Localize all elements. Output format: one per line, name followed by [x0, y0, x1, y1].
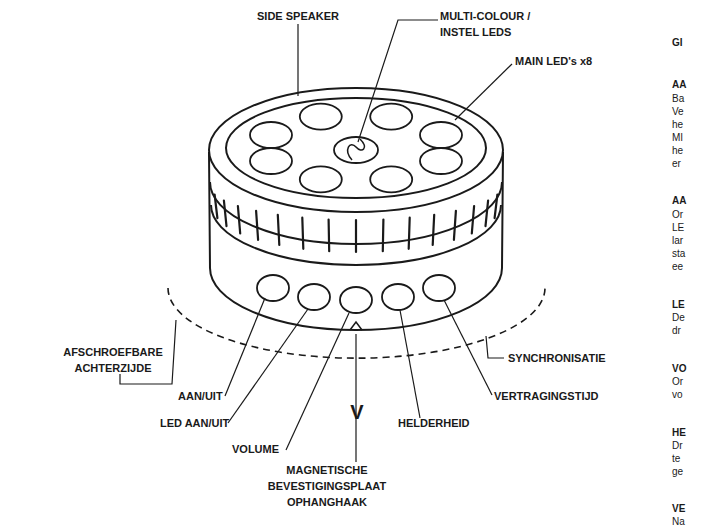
speaker-fin — [495, 195, 498, 219]
part-label: MAGNETISCHE BEVESTIGINGSPLAAT OPHANGHAAK — [262, 462, 392, 510]
part-label: MAIN LED's x8 — [515, 53, 615, 69]
speaker-fin — [278, 215, 280, 245]
speaker-fin — [472, 206, 474, 234]
main-led — [420, 122, 462, 148]
manual-text-fragment: Ve — [672, 105, 684, 118]
speaker-fin — [328, 220, 331, 252]
manual-text-fragment: lar — [672, 234, 683, 247]
part-label: VERTRAGINGSTIJD — [494, 388, 614, 404]
main-led — [300, 104, 342, 130]
manual-text-fragment: Na — [672, 515, 685, 526]
manual-text-fragment: GI — [672, 36, 683, 49]
manual-text-fragment: Or — [672, 208, 683, 221]
part-label: AFSCHROEFBARE ACHTERZIJDE — [52, 344, 174, 376]
speaker-fin — [382, 220, 385, 252]
main-led — [370, 104, 412, 130]
speaker-fin — [409, 218, 410, 249]
manual-text-fragment: De — [672, 311, 685, 324]
manual-text-fragment: ee — [672, 260, 683, 273]
speaker-fin — [355, 220, 357, 252]
main-led — [300, 166, 342, 192]
main-led — [420, 148, 462, 174]
part-label: SYNCHRONISATIE — [508, 350, 618, 366]
part-label: SIDE SPEAKER — [243, 8, 353, 24]
main-led — [250, 122, 292, 148]
manual-text-fragment: VO — [672, 362, 686, 375]
manual-text-fragment: MI — [672, 131, 683, 144]
speaker-fin — [238, 206, 240, 234]
manual-text-fragment: VE — [672, 502, 685, 515]
speaker-fin — [454, 211, 456, 240]
manual-text-fragment: he — [672, 118, 683, 131]
speaker-fin — [256, 211, 258, 240]
manual-text-fragment: LE — [672, 298, 685, 311]
manual-text-fragment: te — [672, 452, 680, 465]
speaker-fin — [302, 218, 303, 249]
part-label: MULTI-COLOUR / INSTEL LEDS — [440, 8, 542, 40]
manual-text-fragment: HE — [672, 426, 686, 439]
part-label: HELDERHEID — [398, 415, 488, 431]
part-label: AAN/UIT — [178, 388, 238, 404]
manual-text-fragment: ge — [672, 465, 683, 478]
notch-mark: V — [347, 401, 367, 423]
manual-text-fragment: LE — [672, 221, 684, 234]
manual-text-fragment: AA — [672, 194, 686, 207]
manual-text-fragment: vo — [672, 388, 683, 401]
manual-text-fragment: Or — [672, 375, 683, 388]
manual-text-fragment: Dr — [672, 439, 683, 452]
speaker-fin — [215, 195, 218, 219]
main-led — [250, 148, 292, 174]
manual-text-fragment: sta — [672, 247, 685, 260]
manual-text-fragment: AA — [672, 78, 686, 91]
manual-text-fragment: he — [672, 144, 683, 157]
part-label: LED AAN/UIT — [160, 415, 240, 431]
part-label: VOLUME — [232, 441, 292, 457]
speaker-fin — [486, 201, 489, 227]
manual-text-fragment: er — [672, 157, 681, 170]
manual-text-fragment: Ba — [672, 92, 684, 105]
manual-text-fragment: dr — [672, 324, 681, 337]
main-led — [370, 166, 412, 192]
speaker-fin — [224, 201, 227, 227]
speaker-fin — [433, 215, 435, 245]
